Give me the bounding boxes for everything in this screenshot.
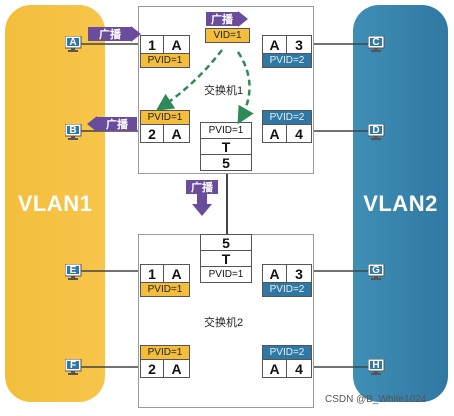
- flow-to-trunk-arrow: [236, 51, 254, 125]
- s2-port2-type: A: [163, 359, 190, 378]
- s1-port4-num: 4: [286, 124, 312, 143]
- broadcast-label: 广播: [106, 119, 128, 131]
- host-c[interactable]: C: [367, 35, 386, 54]
- host-f[interactable]: F: [64, 358, 83, 377]
- host-a-label: A: [69, 36, 77, 48]
- host-d-label: D: [372, 124, 380, 136]
- s1-port3-pvid: PVID=2: [262, 53, 312, 68]
- broadcast-tag-down: 广播: [186, 180, 218, 194]
- host-h-label: H: [372, 359, 380, 371]
- arrow-down-icon: [192, 194, 212, 216]
- host-b[interactable]: B: [64, 123, 83, 142]
- host-e-label: E: [69, 264, 77, 276]
- switch2-label: 交换机2: [204, 317, 244, 329]
- arrow-right-icon: [131, 26, 141, 42]
- broadcast-label: 广播: [99, 29, 121, 41]
- s1-port5-num: 5: [200, 154, 252, 171]
- host-g-label: G: [372, 264, 380, 276]
- s1-port2-type: A: [163, 124, 190, 143]
- broadcast-tag-top: 广播: [206, 12, 238, 26]
- s2-port5-pvid: PVID=1: [200, 266, 252, 283]
- s2-port1-pvid: PVID=1: [140, 282, 190, 297]
- vlan1-region: VLAN1: [5, 5, 105, 402]
- switch1-label: 交换机1: [204, 85, 244, 97]
- flow-to-port2-arrow: [155, 49, 223, 111]
- host-f-label: F: [69, 359, 77, 371]
- vlan2-label: VLAN2: [363, 190, 438, 216]
- s1-port1-pvid: PVID=1: [140, 53, 190, 68]
- host-d[interactable]: D: [367, 123, 386, 142]
- s1-port2-num: 2: [140, 124, 164, 143]
- watermark: CSDN @B_White1024: [325, 394, 427, 405]
- host-h[interactable]: H: [367, 358, 386, 377]
- host-b-label: B: [69, 124, 77, 136]
- host-e[interactable]: E: [64, 263, 83, 282]
- broadcast-label: 广播: [191, 182, 213, 194]
- vlan1-label: VLAN1: [17, 190, 93, 216]
- s2-port3-pvid: PVID=2: [262, 282, 312, 297]
- host-g[interactable]: G: [367, 263, 386, 282]
- vlan2-region: VLAN2: [353, 5, 448, 402]
- host-c-label: C: [372, 36, 380, 48]
- broadcast-tag-b: 广播: [97, 117, 137, 131]
- s1-port4-type: A: [262, 124, 287, 143]
- vid-tag: VID=1: [205, 28, 250, 43]
- arrow-right-icon: [238, 11, 248, 27]
- broadcast-tag-a: 广播: [88, 27, 132, 41]
- host-a[interactable]: A: [64, 35, 83, 54]
- broadcast-label: 广播: [211, 14, 233, 26]
- s2-port4-num: 4: [286, 359, 312, 378]
- arrow-left-icon: [87, 116, 97, 132]
